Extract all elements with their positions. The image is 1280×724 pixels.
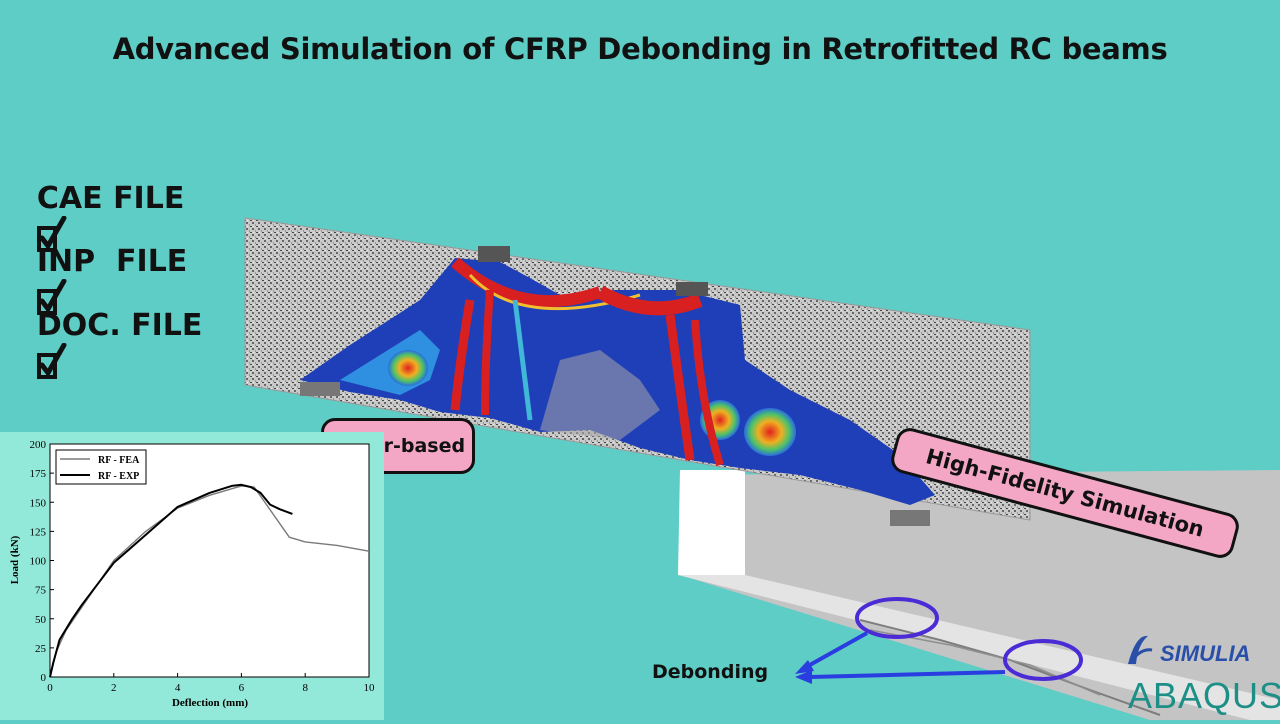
checkbox-checked-icon bbox=[36, 279, 67, 315]
y-tick-label: 75 bbox=[35, 585, 47, 597]
load-deflection-chart: 0 25 50 75 100 125 150 175 200 0 2 4 6 8 10 RF - FEA … bbox=[9, 439, 376, 709]
x-tick-label: 0 bbox=[47, 682, 53, 694]
y-tick-label: 25 bbox=[35, 643, 47, 655]
debond-circle-1 bbox=[855, 597, 939, 639]
page-title: Advanced Simulation of CFRP Debonding in… bbox=[112, 32, 1168, 66]
y-tick-label: 175 bbox=[30, 468, 47, 480]
x-tick-label: 6 bbox=[239, 682, 245, 694]
file-label: CAE FILE bbox=[36, 181, 185, 216]
abaqus-wordmark: ABAQUS bbox=[1128, 675, 1280, 716]
y-tick-label: 200 bbox=[30, 439, 47, 451]
checkbox-checked-icon bbox=[36, 216, 67, 252]
x-tick-label: 2 bbox=[111, 682, 117, 694]
chart-legend: RF - FEA RF - EXP bbox=[55, 449, 147, 485]
file-label: INP FILE bbox=[36, 244, 188, 279]
debonding-label: Debonding bbox=[652, 661, 769, 683]
simulia-abaqus-logo: SIMULIA ABAQUS bbox=[1122, 628, 1280, 720]
y-tick-label: 150 bbox=[30, 497, 47, 509]
checkbox-checked-icon bbox=[36, 343, 67, 379]
y-tick-label: 50 bbox=[35, 614, 47, 626]
debond-circle-2 bbox=[1003, 639, 1083, 681]
y-tick-label: 125 bbox=[30, 526, 47, 538]
y-tick-label: 100 bbox=[30, 556, 47, 568]
file-item-doc: DOC. FILE bbox=[16, 273, 202, 383]
series-line-exp bbox=[49, 483, 293, 678]
file-item-cae: CAE FILE bbox=[16, 146, 184, 256]
debonding-annotation bbox=[795, 597, 1083, 684]
ds-logo-icon: SIMULIA ABAQUS bbox=[1128, 635, 1280, 716]
legend-box bbox=[55, 449, 147, 485]
debond-arrow-2 bbox=[809, 670, 1006, 679]
legend-label-fea: RF - FEA bbox=[98, 455, 140, 466]
chart-panel: 0 25 50 75 100 125 150 175 200 0 2 4 6 8 10 RF - FEA … bbox=[0, 432, 384, 720]
debond-arrow-1 bbox=[807, 631, 868, 668]
x-tick-label: 8 bbox=[302, 682, 308, 694]
y-tick-label: 0 bbox=[41, 672, 47, 684]
x-axis-label: Deflection (mm) bbox=[172, 697, 248, 709]
x-tick-label: 10 bbox=[364, 682, 376, 694]
simulia-wordmark: SIMULIA bbox=[1160, 641, 1250, 666]
damage-contour-beam bbox=[244, 217, 1031, 526]
y-axis-label: Load (kN) bbox=[9, 535, 21, 584]
x-tick-label: 4 bbox=[175, 682, 181, 694]
file-label: DOC. FILE bbox=[36, 308, 203, 343]
file-item-inp: INP FILE bbox=[16, 209, 187, 319]
legend-label-exp: RF - EXP bbox=[98, 471, 139, 482]
